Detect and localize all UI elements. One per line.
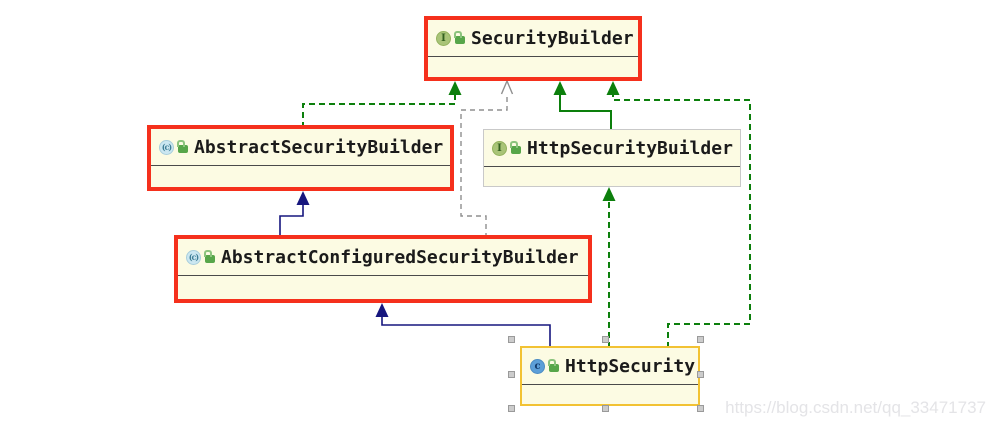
selection-handle[interactable] xyxy=(508,371,515,378)
edge-httpsecurity-extends-abstractconfiguredsecuritybuilder xyxy=(381,316,551,348)
node-title-row: (c) AbstractSecurityBuilder xyxy=(151,129,450,166)
node-label: AbstractConfiguredSecurityBuilder xyxy=(221,246,579,268)
public-lock-icon xyxy=(548,358,559,372)
node-title-row: I SecurityBuilder xyxy=(428,20,638,57)
selection-handle[interactable] xyxy=(697,336,704,343)
abstract-class-icon: (c) xyxy=(186,249,201,265)
public-lock-icon xyxy=(204,249,215,263)
edge-httpsecurity-extends-abstractconfiguredsecuritybuilder-arrowhead xyxy=(375,303,389,317)
node-title-row: (c) AbstractConfiguredSecurityBuilder xyxy=(178,239,588,276)
edge-abstractsecuritybuilder-implements-securitybuilder xyxy=(302,94,456,128)
selection-handle[interactable] xyxy=(508,336,515,343)
edge-abstractsecuritybuilder-implements-securitybuilder-arrowhead xyxy=(448,81,462,95)
interface-icon: I xyxy=(492,140,507,156)
class-node-httpsecurity[interactable]: c HttpSecurity xyxy=(520,346,700,406)
node-label: HttpSecurity xyxy=(565,355,696,377)
class-node-securitybuilder[interactable]: I SecurityBuilder xyxy=(424,16,642,81)
class-node-abstractconfiguredsecuritybuilder[interactable]: (c) AbstractConfiguredSecurityBuilder xyxy=(174,235,592,303)
node-label: AbstractSecurityBuilder xyxy=(194,136,444,158)
edge-abstractconfiguredsecuritybuilder-depends-securitybuilder-arrowhead xyxy=(500,79,514,95)
node-members-section xyxy=(178,276,588,299)
class-node-abstractsecuritybuilder[interactable]: (c) AbstractSecurityBuilder xyxy=(147,125,454,191)
edge-abstractconfiguredsecuritybuilder-extends-abstractsecuritybuilder xyxy=(279,204,304,238)
interface-icon: I xyxy=(436,30,451,46)
watermark-text: https://blog.csdn.net/qq_33471737 xyxy=(725,398,986,417)
class-icon: c xyxy=(530,358,545,374)
node-members-section xyxy=(151,166,450,187)
edge-httpsecurity-implements-httpsecuritybuilder-arrowhead xyxy=(602,187,616,201)
selection-handle[interactable] xyxy=(602,405,609,412)
node-label: SecurityBuilder xyxy=(471,27,634,49)
selection-handle[interactable] xyxy=(697,371,704,378)
node-members-section xyxy=(484,167,740,186)
public-lock-icon xyxy=(454,30,465,44)
selection-handle[interactable] xyxy=(697,405,704,412)
node-members-section xyxy=(522,385,698,404)
class-node-httpsecuritybuilder[interactable]: I HttpSecurityBuilder xyxy=(483,129,741,187)
edge-httpsecuritybuilder-extends-securitybuilder-arrowhead xyxy=(553,81,567,95)
public-lock-icon xyxy=(510,140,521,154)
public-lock-icon xyxy=(177,139,188,153)
abstract-class-icon: (c) xyxy=(159,139,174,155)
selection-handle[interactable] xyxy=(602,336,609,343)
node-title-row: c HttpSecurity xyxy=(522,348,698,385)
selection-handle[interactable] xyxy=(508,405,515,412)
node-label: HttpSecurityBuilder xyxy=(527,137,733,159)
edge-httpsecuritybuilder-extends-securitybuilder xyxy=(559,94,612,131)
node-title-row: I HttpSecurityBuilder xyxy=(484,130,740,167)
edge-abstractconfiguredsecuritybuilder-extends-abstractsecuritybuilder-arrowhead xyxy=(296,191,310,205)
edge-httpsecurity-implements-securitybuilder-arrowhead xyxy=(606,81,620,95)
node-members-section xyxy=(428,57,638,77)
